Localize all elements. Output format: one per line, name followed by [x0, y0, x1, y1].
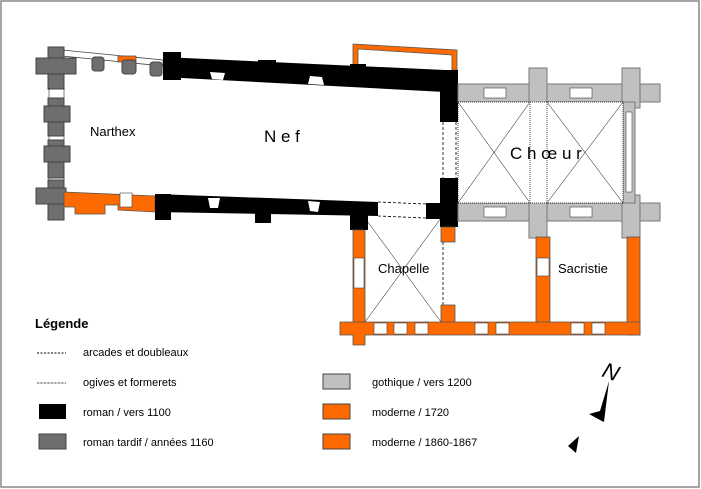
- room-label-sacristie: Sacristie: [558, 261, 608, 276]
- legend-swatch-dark-gray: [38, 433, 67, 450]
- room-label-choeur: C h œ u r: [510, 144, 582, 163]
- nave-walls: [155, 52, 458, 243]
- legend-label: arcades et doubleaux: [83, 347, 189, 359]
- room-label-nef: N e f: [264, 127, 300, 146]
- legend: Légende arcades et doubleaux ogives et f…: [35, 316, 477, 450]
- legend-swatch-orange-2: [322, 433, 351, 450]
- room-label-chapelle: Chapelle: [378, 261, 429, 276]
- legend-label: ogives et formerets: [83, 377, 177, 389]
- legend-title: Légende: [35, 316, 88, 331]
- legend-label: roman / vers 1100: [83, 407, 171, 419]
- legend-label: moderne / 1720: [372, 407, 449, 419]
- legend-label: gothique / vers 1200: [372, 377, 472, 389]
- chapel-sacristy-walls: [339, 217, 641, 346]
- legend-label: moderne / 1860-1867: [372, 437, 477, 449]
- choir-walls: [457, 67, 661, 239]
- legend-swatch-light-gray: [322, 373, 351, 390]
- room-label-narthex: Narthex: [90, 124, 136, 139]
- legend-label: roman tardif / années 1160: [83, 437, 214, 449]
- narthex-walls: [35, 46, 164, 221]
- legend-swatch-orange: [322, 403, 351, 420]
- legend-swatch-black: [39, 404, 66, 419]
